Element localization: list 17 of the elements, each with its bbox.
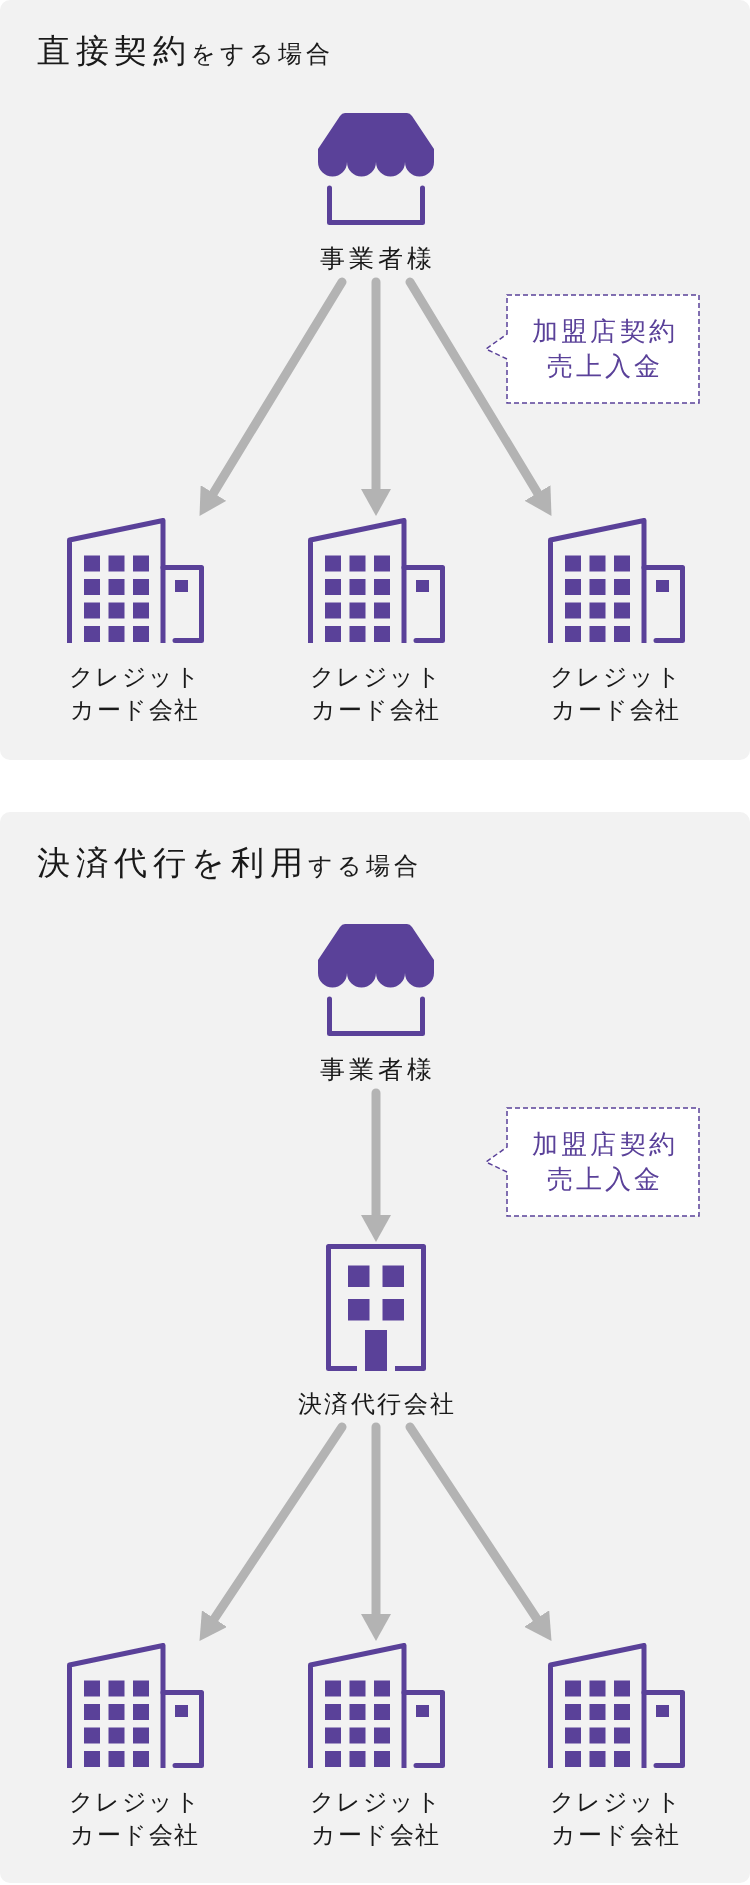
node-label: 事業者様 [319, 243, 436, 274]
node-label: 決済代行会社 [297, 1389, 457, 1419]
callout-text: 加盟店契約 [531, 315, 678, 348]
section-panel [0, 0, 750, 760]
node-label: クレジットカード会社 [308, 662, 444, 726]
section-panel [0, 812, 750, 1883]
callout-text: 売上入金 [545, 1163, 664, 1196]
section-heading: 決済代行を利用 する場合 [37, 843, 422, 884]
callout-text: 売上入金 [545, 350, 664, 383]
node-label: クレジットカード会社 [67, 662, 203, 726]
node-label: 事業者様 [319, 1054, 436, 1085]
node-label: クレジットカード会社 [548, 1787, 684, 1851]
node-label: クレジットカード会社 [548, 662, 684, 726]
node-label: クレジットカード会社 [308, 1787, 444, 1851]
node-label: クレジットカード会社 [67, 1787, 203, 1851]
section-heading: 直接契約 をする場合 [37, 31, 334, 72]
callout-text: 加盟店契約 [531, 1128, 678, 1161]
